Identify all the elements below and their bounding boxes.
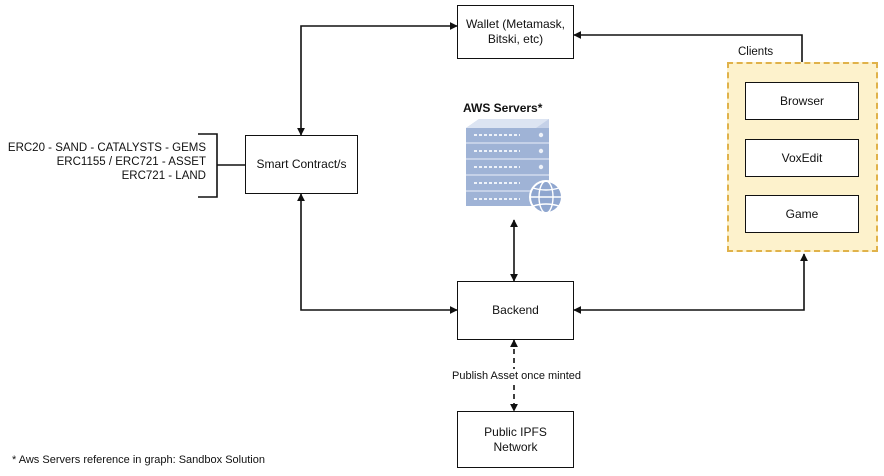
publish-edge-label: Publish Asset once minted bbox=[450, 369, 584, 383]
erc-line-3: ERC721 - LAND bbox=[121, 170, 206, 182]
voxedit-node[interactable]: VoxEdit bbox=[745, 139, 859, 177]
clients-label: Clients bbox=[738, 46, 774, 58]
erc-bracket bbox=[198, 133, 245, 198]
ipfs-node[interactable]: Public IPFS Network bbox=[457, 411, 574, 468]
edge-wallet-smartcontract bbox=[297, 22, 458, 136]
edge-smartcontract-backend bbox=[297, 193, 458, 314]
browser-node[interactable]: Browser bbox=[745, 82, 859, 120]
backend-node[interactable]: Backend bbox=[457, 281, 574, 340]
footnote: * Aws Servers reference in graph: Sandbo… bbox=[12, 454, 265, 466]
wallet-node[interactable]: Wallet (Metamask, Bitski, etc) bbox=[457, 5, 574, 59]
game-node[interactable]: Game bbox=[745, 195, 859, 233]
smart-contract-node[interactable]: Smart Contract/s bbox=[245, 135, 358, 194]
erc-line-2: ERC1155 / ERC721 - ASSET bbox=[56, 156, 206, 168]
aws-servers-label: AWS Servers* bbox=[463, 101, 543, 115]
erc-line-1: ERC20 - SAND - CATALYSTS - GEMS bbox=[7, 142, 206, 154]
edge-backend-clients bbox=[573, 253, 808, 314]
server-globe-icon bbox=[466, 119, 563, 214]
